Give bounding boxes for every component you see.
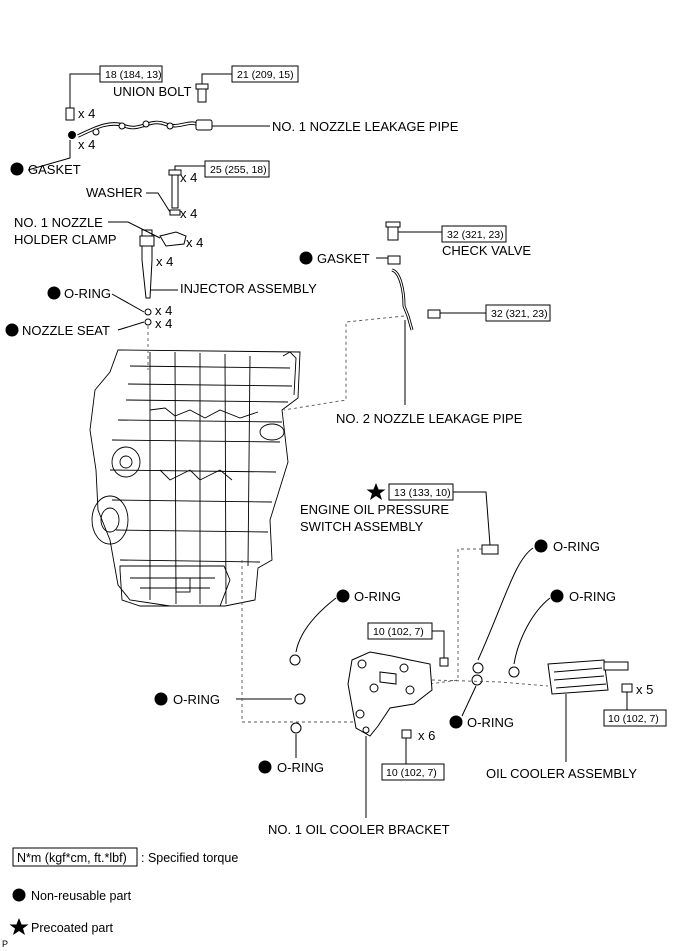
torque-check-valve: 32 (321, 23) [447, 229, 504, 241]
clamp-bolt-qty: x 4 [180, 170, 197, 185]
oring-b-label: O-RING [354, 589, 401, 604]
legend-precoated: Precoated part [31, 921, 114, 935]
bracket-bolt-qty: x 6 [418, 728, 435, 743]
injector-label: INJECTOR ASSEMBLY [180, 281, 317, 296]
torque-oil-pressure-switch: 13 (133, 10) [394, 487, 451, 499]
oring-injector-qty: x 4 [155, 303, 172, 318]
non-reusable-mark [336, 589, 350, 603]
clamp-qty: x 4 [186, 235, 203, 250]
nozzle-seat-label: NOZZLE SEAT [22, 323, 110, 338]
legend-non-reusable: Non-reusable part [31, 889, 132, 903]
union-bolt-qty: x 4 [78, 106, 95, 121]
non-reusable-mark [449, 715, 463, 729]
cooler-bolt-qty: x 5 [636, 682, 653, 697]
torque-leak-pipe-bolt: 21 (209, 15) [237, 69, 294, 81]
precoated-mark [366, 483, 386, 500]
oil-cooler-assembly-part [547, 659, 633, 695]
switch-label-line2: SWITCH ASSEMBLY [300, 519, 424, 534]
injector-qty: x 4 [156, 254, 173, 269]
torque-bracket-nut: 10 (102, 7) [373, 626, 424, 638]
gasket-union-bolt [68, 131, 76, 139]
legend: N*m (kgf*cm, ft.*lbf) : Specified torque… [2, 847, 238, 949]
torque-cooler-bolt: 10 (102, 7) [608, 713, 659, 725]
non-reusable-mark [47, 286, 61, 300]
bracket-label: NO. 1 OIL COOLER BRACKET [268, 822, 450, 837]
engine-illustration [89, 349, 301, 607]
torque-bracket-bolt: 10 (102, 7) [386, 767, 437, 779]
gasket1-qty: x 4 [78, 137, 95, 152]
corner-mark: P [2, 939, 8, 949]
nozzle-seat-qty: x 4 [155, 316, 172, 331]
no1-oil-cooler-bracket-part [347, 651, 433, 737]
oring-f-label: O-RING [277, 760, 324, 775]
non-reusable-mark [534, 539, 548, 553]
non-reusable-mark [10, 162, 24, 176]
legend-torque-box: N*m (kgf*cm, ft.*lbf) [17, 851, 127, 865]
no1-nozzle-leakage-pipe-label: NO. 1 NOZZLE LEAKAGE PIPE [272, 119, 459, 134]
legend-non-reusable-icon [12, 888, 26, 902]
non-reusable-mark [550, 589, 564, 603]
legend-torque-text: : Specified torque [141, 851, 238, 865]
oring-d-label: O-RING [173, 692, 220, 707]
oring-a-label: O-RING [553, 539, 600, 554]
gasket1-label: GASKET [28, 162, 81, 177]
torque-union-bolt: 18 (184, 13) [105, 69, 162, 81]
no2-leakage-pipe-parts [385, 221, 441, 331]
non-reusable-mark [5, 323, 19, 337]
washer-qty: x 4 [180, 206, 197, 221]
switch-label-line1: ENGINE OIL PRESSURE [300, 502, 449, 517]
clamp-label-line2: HOLDER CLAMP [14, 232, 117, 247]
oring-e-label: O-RING [467, 715, 514, 730]
gasket2-label: GASKET [317, 251, 370, 266]
torque-clamp-bolt: 25 (255, 18) [210, 164, 267, 176]
washer-label: WASHER [86, 185, 143, 200]
no1-nozzle-leakage-pipe-part [65, 83, 213, 139]
non-reusable-mark [258, 760, 272, 774]
clamp-label-line1: NO. 1 NOZZLE [14, 215, 103, 230]
oring-injector-label: O-RING [64, 286, 111, 301]
union-bolt-label: UNION BOLT [113, 84, 192, 99]
legend-precoated-icon [9, 918, 29, 935]
no2-nozzle-leakage-pipe-label: NO. 2 NOZZLE LEAKAGE PIPE [336, 411, 523, 426]
oring-c-label: O-RING [569, 589, 616, 604]
non-reusable-mark [154, 692, 168, 706]
oil-cooler-label: OIL COOLER ASSEMBLY [486, 766, 637, 781]
non-reusable-mark [299, 251, 313, 265]
check-valve-label: CHECK VALVE [442, 243, 531, 258]
injector-parts [139, 169, 187, 326]
torque-pipe2-bolt: 32 (321, 23) [491, 308, 548, 320]
